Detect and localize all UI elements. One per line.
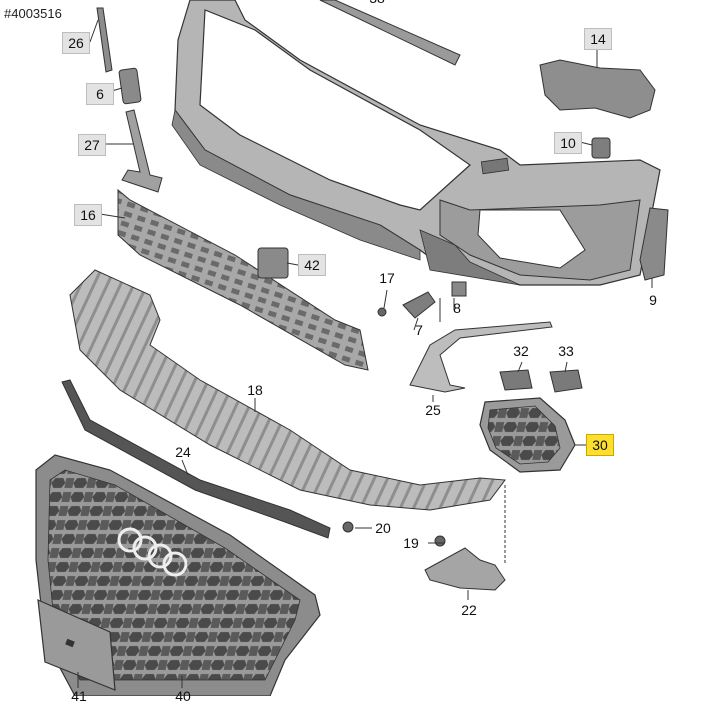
callout-33: 33 <box>558 343 574 359</box>
callout-6: 6 <box>86 83 114 105</box>
part-42-sensor <box>257 247 289 279</box>
callout-27: 27 <box>78 134 106 156</box>
part-18-lower-spoiler <box>69 269 506 511</box>
bumper-cover <box>171 0 661 286</box>
callout-17: 17 <box>379 270 395 286</box>
callout-32: 32 <box>513 343 529 359</box>
part-32-bracket <box>499 369 533 391</box>
callout-7: 7 <box>415 322 423 338</box>
part-6-cover <box>118 67 142 105</box>
part-10-clip <box>591 137 611 159</box>
callout-24: 24 <box>175 444 191 460</box>
part-22-bracket <box>424 547 506 591</box>
callout-14: 14 <box>584 28 612 50</box>
callout-20: 20 <box>375 520 391 536</box>
part-20-screw <box>342 521 354 533</box>
callout-40: 40 <box>175 688 191 704</box>
callout-22: 22 <box>461 602 477 618</box>
part-16-upper-grille <box>117 188 369 371</box>
callout-25: 25 <box>425 402 441 418</box>
reference-id: #4003516 <box>4 6 62 21</box>
top-trim-strip <box>319 0 461 66</box>
callout-16: 16 <box>74 204 102 226</box>
part-14-bracket <box>539 59 656 119</box>
part-25-frame <box>409 321 553 393</box>
part-27-bracket <box>121 109 163 193</box>
callout-19: 19 <box>403 535 419 551</box>
part-7-cover <box>402 291 436 319</box>
part-8-clip <box>451 281 467 297</box>
part-33-bracket <box>549 369 583 393</box>
callout-18: 18 <box>247 382 263 398</box>
callout-10: 10 <box>554 132 582 154</box>
part-41-plate-holder <box>37 599 116 691</box>
part-17-screw <box>377 307 387 317</box>
part-24-trim <box>61 379 331 539</box>
callout-30: 30 <box>586 434 614 456</box>
callout-42: 42 <box>298 254 326 276</box>
callout-8: 8 <box>453 300 461 316</box>
callout-41: 41 <box>71 688 87 704</box>
callout-9: 9 <box>649 292 657 308</box>
callout-38: 38 <box>364 0 390 6</box>
part-9-trim <box>639 207 669 281</box>
part-19-screw <box>434 535 446 547</box>
part-30-fog-grille <box>479 397 576 473</box>
part-26-strip <box>96 7 113 73</box>
callout-26: 26 <box>62 32 90 54</box>
